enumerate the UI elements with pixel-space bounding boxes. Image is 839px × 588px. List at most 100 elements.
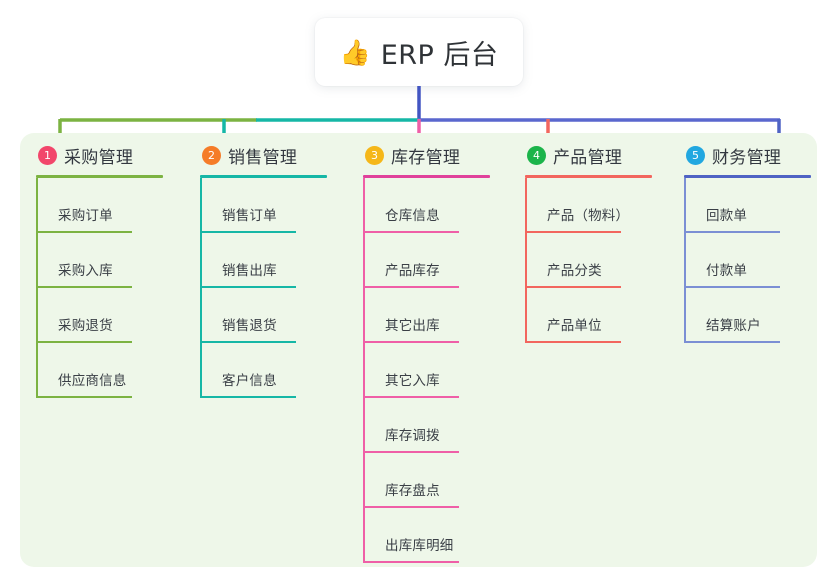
branch-number-badge-5: 5 xyxy=(686,146,705,165)
item-label: 采购入库 xyxy=(58,263,113,279)
item-label: 其它出库 xyxy=(385,318,440,334)
list-item[interactable]: 仓库信息 xyxy=(363,178,523,233)
item-rule xyxy=(684,341,780,343)
list-item[interactable]: 采购入库 xyxy=(36,233,196,288)
list-item[interactable]: 库存调拨 xyxy=(363,398,523,453)
list-item[interactable]: 结算账户 xyxy=(684,288,839,343)
list-item[interactable]: 客户信息 xyxy=(200,343,360,398)
item-rule xyxy=(525,341,621,343)
list-item[interactable]: 销售出库 xyxy=(200,233,360,288)
item-label: 产品库存 xyxy=(385,263,440,279)
list-item[interactable]: 采购订单 xyxy=(36,178,196,233)
item-label: 销售订单 xyxy=(222,208,277,224)
root-node-title: ERP 后台 xyxy=(380,39,499,71)
branch-number-badge-3: 3 xyxy=(365,146,384,165)
item-label: 客户信息 xyxy=(222,373,277,389)
item-rule xyxy=(363,396,459,398)
item-rule xyxy=(200,341,296,343)
branch-spine-1 xyxy=(36,178,38,398)
list-item[interactable]: 供应商信息 xyxy=(36,343,196,398)
branch-items-4: 产品（物料） 产品分类 产品单位 xyxy=(525,178,685,343)
list-item[interactable]: 库存盘点 xyxy=(363,453,523,508)
item-label: 出库库明细 xyxy=(385,538,454,554)
list-item[interactable]: 采购退货 xyxy=(36,288,196,343)
item-label: 销售出库 xyxy=(222,263,277,279)
branch-spine-5 xyxy=(684,178,686,343)
item-label: 供应商信息 xyxy=(58,373,127,389)
item-label: 产品分类 xyxy=(547,263,602,279)
item-rule xyxy=(36,396,132,398)
item-rule xyxy=(363,341,459,343)
item-label: 付款单 xyxy=(706,263,748,279)
item-label: 回款单 xyxy=(706,208,748,224)
item-rule xyxy=(363,561,459,563)
list-item[interactable]: 销售退货 xyxy=(200,288,360,343)
item-label: 采购订单 xyxy=(58,208,113,224)
item-rule xyxy=(525,231,621,233)
branch-header-rule-1 xyxy=(36,175,163,178)
thumbs-up-icon: 👍 xyxy=(339,37,371,67)
branch-header-rule-5 xyxy=(684,175,811,178)
list-item[interactable]: 付款单 xyxy=(684,233,839,288)
branch-number-badge-2: 2 xyxy=(202,146,221,165)
branch-column-4: 4 产品管理 产品（物料） 产品分类 产品单位 xyxy=(525,133,685,343)
item-rule xyxy=(200,396,296,398)
list-item[interactable]: 其它入库 xyxy=(363,343,523,398)
list-item[interactable]: 产品库存 xyxy=(363,233,523,288)
list-item[interactable]: 出库库明细 xyxy=(363,508,523,563)
item-label: 仓库信息 xyxy=(385,208,440,224)
branch-header-2[interactable]: 2 销售管理 xyxy=(200,133,360,178)
branch-spine-2 xyxy=(200,178,202,398)
item-label: 库存盘点 xyxy=(385,483,440,499)
item-rule xyxy=(684,286,780,288)
branch-header-5[interactable]: 5 财务管理 xyxy=(684,133,839,178)
item-label: 产品（物料） xyxy=(547,208,630,224)
branch-header-rule-2 xyxy=(200,175,327,178)
branch-column-1: 1 采购管理 采购订单 采购入库 采购退货 供应 xyxy=(36,133,196,398)
item-rule xyxy=(363,286,459,288)
item-label: 采购退货 xyxy=(58,318,113,334)
branch-spine-3 xyxy=(363,178,365,563)
branch-columns: 1 采购管理 采购订单 采购入库 采购退货 供应 xyxy=(20,133,817,567)
branch-title-5: 财务管理 xyxy=(712,148,782,168)
list-item[interactable]: 回款单 xyxy=(684,178,839,233)
branch-items-5: 回款单 付款单 结算账户 xyxy=(684,178,839,343)
branch-spine-4 xyxy=(525,178,527,343)
branch-title-2: 销售管理 xyxy=(228,148,298,168)
branch-header-4[interactable]: 4 产品管理 xyxy=(525,133,685,178)
item-label: 其它入库 xyxy=(385,373,440,389)
list-item[interactable]: 销售订单 xyxy=(200,178,360,233)
branch-header-1[interactable]: 1 采购管理 xyxy=(36,133,196,178)
branch-column-3: 3 库存管理 仓库信息 产品库存 其它出库 其它 xyxy=(363,133,523,563)
list-item[interactable]: 产品单位 xyxy=(525,288,685,343)
item-rule xyxy=(200,286,296,288)
list-item[interactable]: 其它出库 xyxy=(363,288,523,343)
item-rule xyxy=(363,231,459,233)
item-rule xyxy=(36,231,132,233)
branch-items-1: 采购订单 采购入库 采购退货 供应商信息 xyxy=(36,178,196,398)
list-item[interactable]: 产品分类 xyxy=(525,233,685,288)
item-rule xyxy=(363,451,459,453)
item-rule xyxy=(200,231,296,233)
item-rule xyxy=(363,506,459,508)
item-rule xyxy=(525,286,621,288)
branch-title-1: 采购管理 xyxy=(64,148,134,168)
item-label: 产品单位 xyxy=(547,318,602,334)
item-label: 结算账户 xyxy=(706,318,761,334)
branch-header-rule-3 xyxy=(363,175,490,178)
item-label: 销售退货 xyxy=(222,318,277,334)
item-rule xyxy=(684,231,780,233)
branch-title-3: 库存管理 xyxy=(391,148,461,168)
root-node-card[interactable]: 👍 ERP 后台 xyxy=(315,18,523,86)
branch-number-badge-1: 1 xyxy=(38,146,57,165)
branch-items-3: 仓库信息 产品库存 其它出库 其它入库 库存调拨 xyxy=(363,178,523,563)
item-rule xyxy=(36,286,132,288)
branch-column-5: 5 财务管理 回款单 付款单 结算账户 xyxy=(684,133,839,343)
branch-title-4: 产品管理 xyxy=(553,148,623,168)
list-item[interactable]: 产品（物料） xyxy=(525,178,685,233)
branch-column-2: 2 销售管理 销售订单 销售出库 销售退货 客户 xyxy=(200,133,360,398)
branch-header-rule-4 xyxy=(525,175,652,178)
branch-items-2: 销售订单 销售出库 销售退货 客户信息 xyxy=(200,178,360,398)
branch-header-3[interactable]: 3 库存管理 xyxy=(363,133,523,178)
